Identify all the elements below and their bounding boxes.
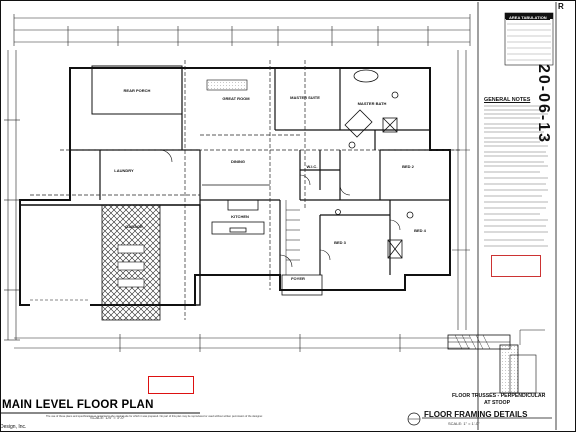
hall-bath-fixtures [335, 209, 414, 259]
room-bed-2: BED 2 [402, 164, 415, 169]
room-foyer: FOYER [291, 276, 305, 281]
plan-number: 20-06-13 [535, 64, 552, 145]
general-notes-text [484, 105, 548, 247]
room-rear-porch: REAR PORCH [124, 88, 151, 93]
room-garage: GARAGE [125, 224, 143, 229]
fireplace [206, 79, 248, 91]
stoop-label: AT STOOP [484, 400, 511, 406]
design-inc-label: Design, Inc. [0, 424, 27, 430]
bottom-dimensions [14, 334, 470, 352]
stair-treads [285, 200, 300, 275]
front-porch [281, 274, 323, 296]
trusses-label: FLOOR TRUSSES - PERPENDICULAR [452, 393, 546, 399]
room-wic: W.I.C. [307, 164, 318, 169]
main-scale: SCALE: 1/4" = 1'-0" [90, 415, 125, 420]
right-dimensions [452, 50, 470, 330]
room-bed-3: BED 3 [334, 240, 347, 245]
beam-lines [30, 60, 460, 320]
room-labels: REAR PORCH GREAT ROOM MASTER SUITE MASTE… [114, 88, 426, 281]
garage [19, 204, 201, 321]
left-dimensions [4, 50, 20, 341]
framing-detail [447, 329, 545, 394]
room-bed-4: BED 4 [414, 228, 427, 233]
area-tabulation [504, 12, 554, 66]
note-box [491, 255, 541, 277]
room-great-room: GREAT ROOM [222, 96, 250, 101]
room-master-bath: MASTER BATH [358, 101, 387, 106]
general-notes-title: GENERAL NOTES [484, 97, 531, 103]
framing-title: FLOOR FRAMING DETAILS [424, 410, 528, 419]
room-laundry: LAUNDRY [114, 168, 134, 173]
area-tabulation-title: AREA TABULATION [506, 15, 550, 20]
disclaimer-text: The use of these plans and specification… [46, 415, 263, 418]
kitchen-island [202, 184, 270, 235]
red-stamp-box [148, 376, 194, 394]
framing-scale: SCALE: 1" = 1'-0" [448, 421, 480, 426]
section-callout-icon [407, 412, 421, 426]
room-kitchen: KITCHEN [231, 214, 249, 219]
room-dining: DINING [231, 159, 245, 164]
master-bath-fixtures [344, 69, 399, 149]
door-swings [159, 149, 401, 268]
room-master-suite: MASTER SUITE [290, 95, 320, 100]
top-dimensions [13, 14, 471, 46]
title-block-brand: R [558, 2, 564, 11]
main-title: MAIN LEVEL FLOOR PLAN [2, 399, 154, 411]
